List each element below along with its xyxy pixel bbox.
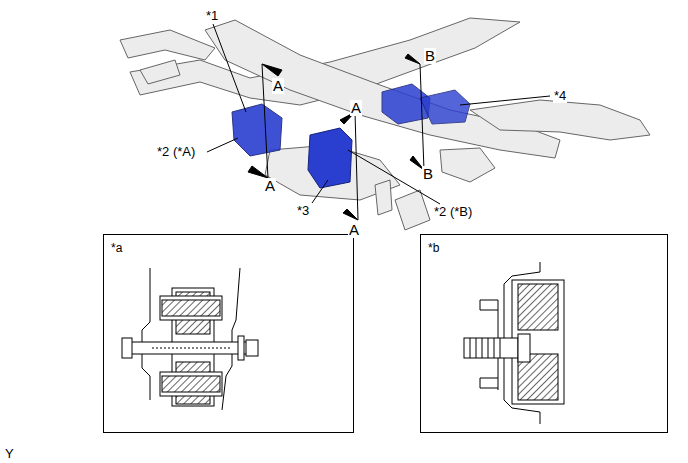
callout-label: *2 (*B) <box>433 205 473 219</box>
callout-label: B <box>424 48 436 64</box>
inset-a-section <box>122 268 258 410</box>
inset-label: *a <box>111 241 122 255</box>
callout-label: *3 <box>296 204 310 218</box>
leader-lines <box>207 24 550 204</box>
callout-label: A <box>272 78 284 94</box>
inset-frame: *b <box>420 234 668 433</box>
callout-label: *1 <box>205 9 219 23</box>
callout-label: A <box>348 222 360 238</box>
callout-label: Y <box>4 447 15 461</box>
callout-label: B <box>422 166 434 182</box>
inset-b-section <box>464 262 564 424</box>
callout-label: A <box>264 178 276 194</box>
inset-label: *b <box>428 241 439 255</box>
callout-label: *2 (*A) <box>156 145 196 159</box>
section-lines <box>248 54 424 220</box>
suspension-member <box>120 18 650 230</box>
inset-frame: *a <box>103 234 354 433</box>
callout-label: *4 <box>553 89 567 103</box>
callout-label: A <box>350 100 362 116</box>
